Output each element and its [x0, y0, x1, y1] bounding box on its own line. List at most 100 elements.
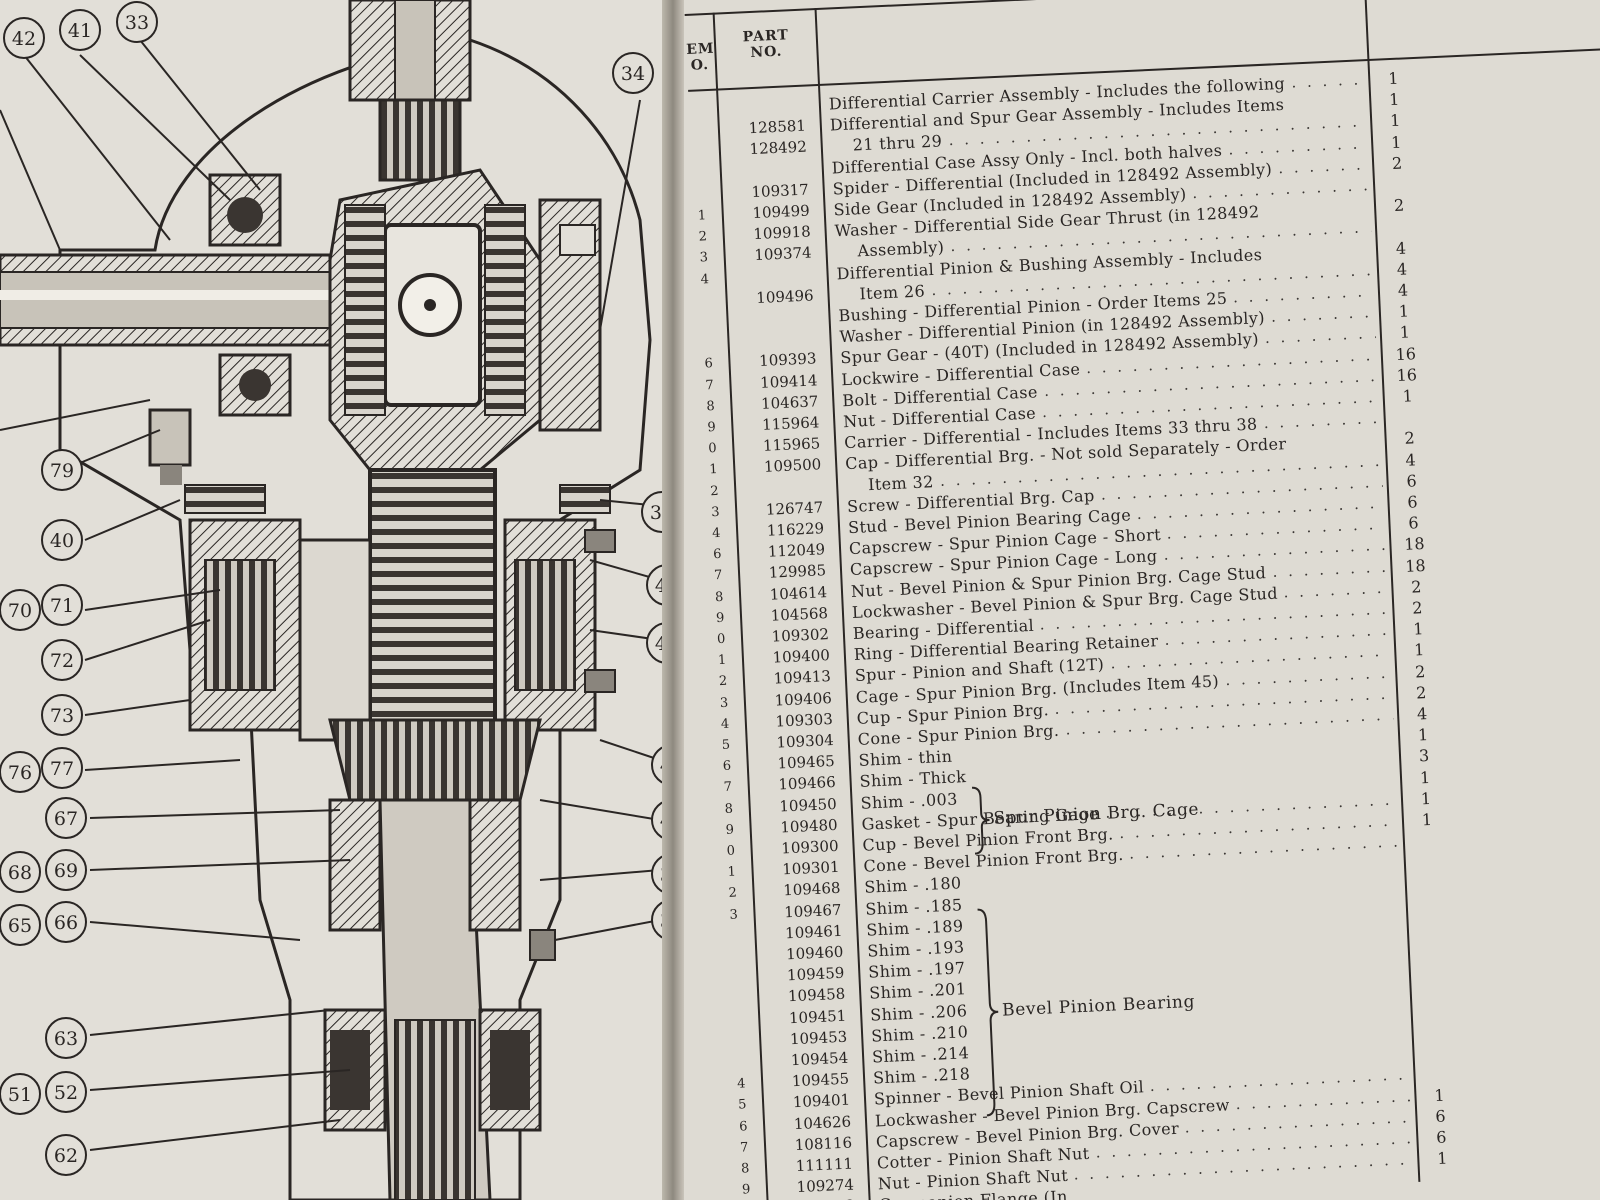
quantity: 1 [1419, 767, 1431, 788]
item-number: 9 [741, 1182, 751, 1198]
item-number: 7 [723, 780, 733, 796]
callout-bubble: 41 [59, 9, 101, 51]
item-number: 7 [705, 377, 715, 394]
item-number: 4 [700, 271, 710, 288]
item-number [693, 120, 713, 121]
item-number: 9 [725, 822, 735, 838]
callout-number: 72 [50, 650, 74, 672]
quantity: 2 [1391, 153, 1403, 173]
item-number: 8 [740, 1161, 750, 1177]
callout-bubble: 63 [45, 1017, 87, 1059]
callout-number: 73 [50, 705, 74, 727]
item-number [703, 332, 723, 333]
callout-bubble: 51 [0, 1073, 41, 1115]
quantity: 1 [1433, 1085, 1445, 1105]
item-number: 0 [708, 441, 718, 457]
quantity [1418, 957, 1448, 958]
quantity: 4 [1397, 280, 1409, 300]
item-number [701, 289, 721, 290]
quantity [1421, 1020, 1451, 1021]
callout-number: 34 [621, 63, 645, 85]
quantity: 3 [1418, 746, 1430, 766]
callout-bubble: 62 [45, 1134, 87, 1176]
item-number: 2 [728, 885, 738, 902]
callout-bubble: 40 [41, 519, 83, 561]
item-number: 3 [699, 250, 709, 266]
item-number: 6 [738, 1118, 748, 1135]
quantity: 6 [1435, 1127, 1447, 1148]
book-gutter [662, 0, 684, 1200]
quantity [1412, 830, 1442, 831]
quantity: 1 [1387, 68, 1399, 89]
item-number [736, 1052, 756, 1053]
quantity: 6 [1406, 471, 1418, 491]
brace-spur-cage [971, 786, 990, 855]
callout-bubble: 52 [45, 1071, 87, 1113]
quantity: 2 [1393, 195, 1405, 216]
bevel-pinion [328, 718, 542, 802]
quantity: 1 [1436, 1148, 1448, 1169]
callout-bubble: 69 [45, 849, 87, 891]
callout-bubble: 65 [0, 904, 41, 946]
quantity: 1 [1413, 640, 1425, 660]
callout-bubble: 77 [41, 747, 83, 789]
header-top-rule [684, 0, 1600, 16]
stud [184, 484, 266, 514]
item-number: 9 [715, 610, 725, 626]
callout-bubble: 67 [45, 797, 87, 839]
quantity [1413, 851, 1443, 852]
item-number: 0 [726, 843, 736, 859]
part-number [724, 95, 804, 99]
callout-number: 70 [8, 600, 32, 622]
item-number: 9 [707, 420, 717, 436]
callout-number: 51 [8, 1084, 32, 1106]
quantity: 18 [1404, 555, 1426, 576]
callout-number: 68 [8, 862, 32, 884]
quantity: 1 [1388, 89, 1400, 110]
item-number: 1 [717, 652, 727, 669]
quantity: 2 [1411, 598, 1423, 618]
spur-gear [368, 468, 497, 732]
item-number: 2 [709, 483, 719, 499]
callout-number: 65 [8, 915, 32, 937]
quantity: 16 [1396, 364, 1418, 385]
item-number: 4 [711, 525, 721, 542]
quantity [1416, 914, 1446, 915]
callout-number: 52 [54, 1082, 78, 1104]
callout-bubble: 79 [41, 449, 83, 491]
quantity: 1 [1389, 111, 1401, 131]
item-number: 8 [714, 589, 724, 605]
quantity: 6 [1407, 492, 1419, 512]
callout-bubble: 66 [45, 901, 87, 943]
quantity: 1 [1399, 322, 1411, 343]
callout-number: 40 [50, 530, 74, 552]
quantity: 2 [1415, 682, 1427, 703]
callout-number: 42 [12, 28, 36, 50]
item-number: 1 [727, 864, 737, 881]
quantity: 1 [1421, 809, 1433, 830]
quantity: 2 [1410, 576, 1422, 597]
callout-bubble: 73 [41, 694, 83, 736]
item-number: 6 [704, 356, 714, 372]
quantity: 4 [1396, 259, 1408, 279]
item-number: 3 [729, 907, 739, 923]
parts-list-rotated: EM O. PART NO. Differential Carrier Asse… [684, 0, 1600, 1200]
item-number: 0 [716, 631, 726, 648]
quantity [1383, 173, 1413, 174]
item-number [731, 946, 751, 947]
item-number: 7 [739, 1140, 749, 1156]
quantity: 2 [1414, 661, 1426, 682]
quantity: 1 [1417, 725, 1429, 745]
callout-bubble: 70 [0, 589, 41, 631]
quantity [1393, 406, 1423, 407]
quantity: 18 [1403, 534, 1426, 555]
callout-number: 71 [50, 595, 74, 617]
item-number [734, 1009, 754, 1010]
item-number: 2 [698, 229, 708, 245]
item-number [730, 925, 750, 926]
bolt [148, 408, 192, 467]
item-number [732, 967, 752, 968]
callout-number: 76 [8, 762, 32, 784]
quantity [1417, 936, 1447, 937]
